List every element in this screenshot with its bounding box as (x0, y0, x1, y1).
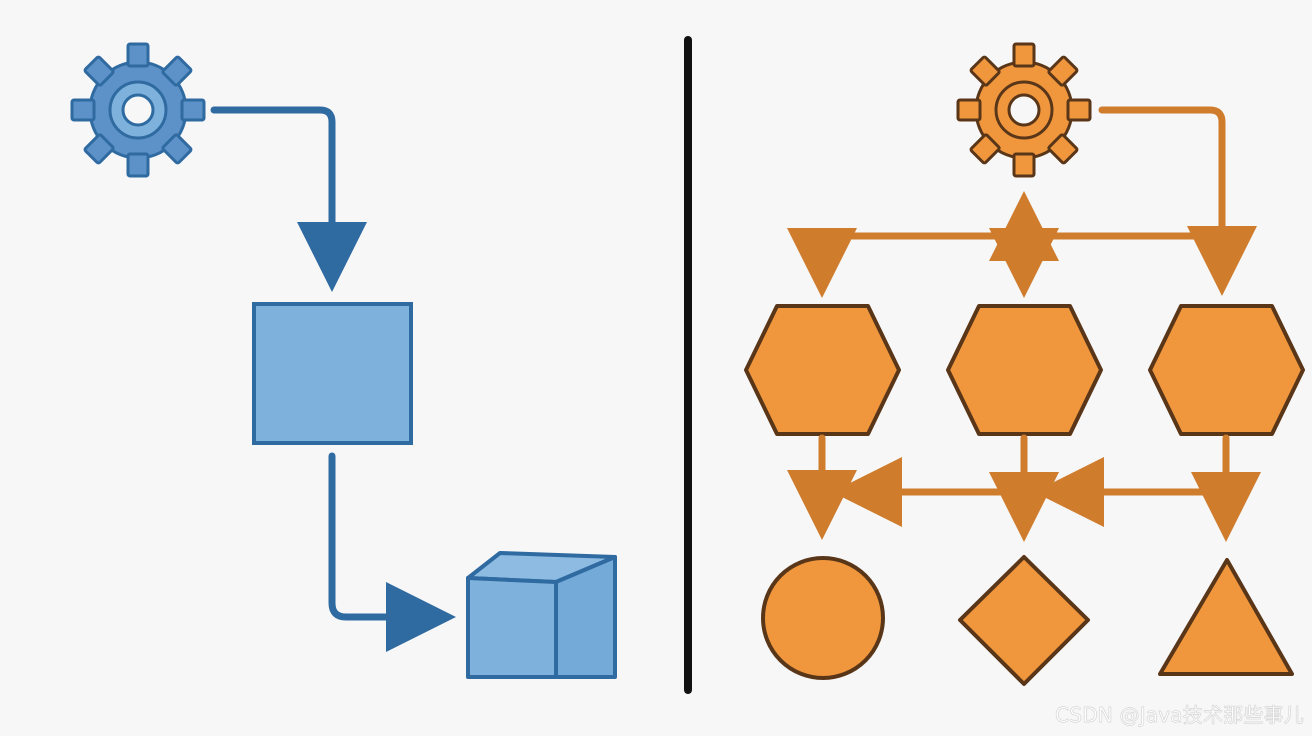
middle-hexagon (946, 304, 1103, 436)
left-arrow-gear-to-square (210, 106, 367, 292)
right-hexagon (1148, 304, 1305, 436)
orange-triangle (1158, 558, 1294, 676)
left-cube (466, 551, 617, 679)
watermark-text: CSDN @Java技术那些事儿 (1055, 703, 1304, 727)
orange-diamond (958, 555, 1090, 686)
left-gear-icon (70, 42, 206, 178)
left-arrow-square-to-cube (328, 452, 456, 652)
orange-circle (761, 556, 885, 680)
left-hexagon (744, 304, 901, 436)
left-square (252, 302, 413, 445)
right-gear-icon (956, 42, 1092, 178)
right-arrow-gear-to-right-hexagon (1098, 106, 1257, 296)
